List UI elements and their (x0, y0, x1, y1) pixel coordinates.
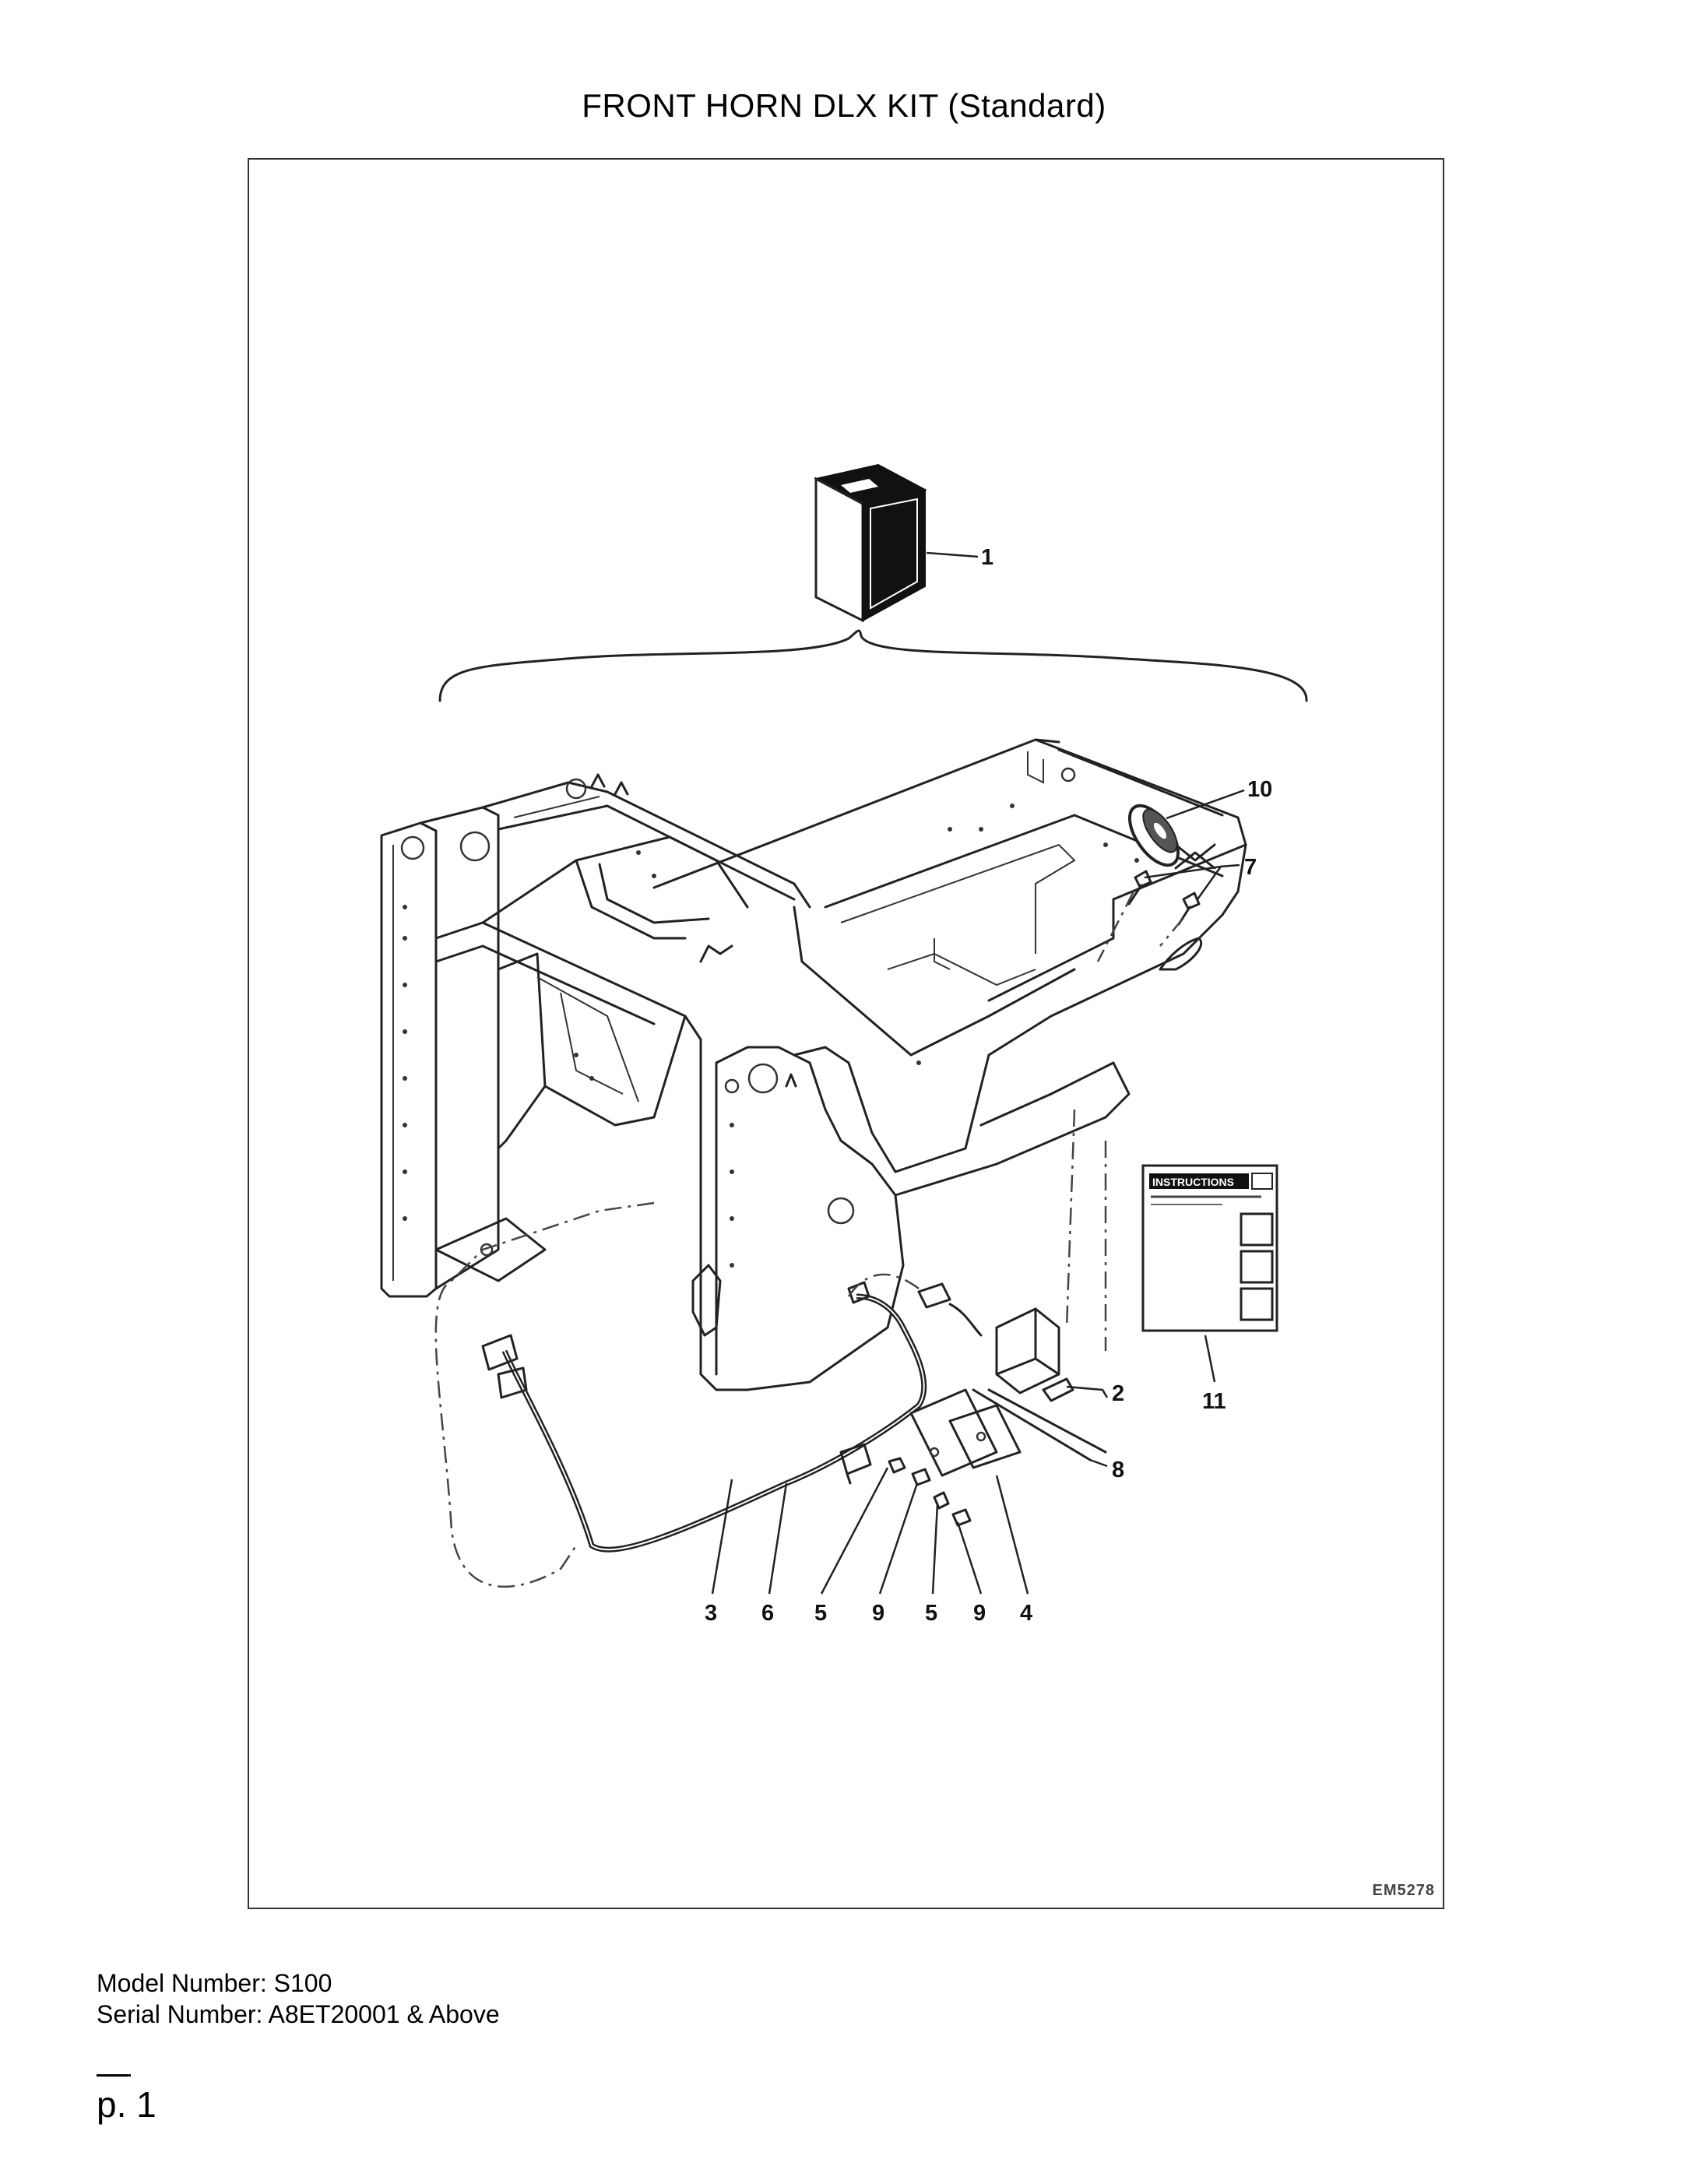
page-number: p. 1 (97, 2084, 156, 2125)
callout-3: 3 (705, 1601, 717, 1626)
wire-harness (481, 1281, 983, 1553)
model-info: Model Number: S100 Serial Number: A8ET20… (97, 1968, 500, 2030)
parts-diagram-frame: .ln { fill: none; stroke: #222; stroke-w… (248, 158, 1444, 1909)
page-title: FRONT HORN DLX KIT (Standard) (582, 87, 1106, 124)
callout-5b: 5 (925, 1601, 937, 1626)
callout-numbers: 1 2 3 4 5 5 6 7 8 9 9 10 11 (705, 545, 1272, 1626)
callout-9a: 9 (872, 1601, 884, 1626)
callout-10: 10 (1247, 777, 1272, 802)
callout-5a: 5 (814, 1601, 827, 1626)
instructions-label: INSTRUCTIONS (1152, 1176, 1234, 1188)
callout-8: 8 (1112, 1458, 1124, 1482)
callout-1: 1 (981, 545, 993, 570)
callout-2: 2 (1112, 1381, 1124, 1406)
callout-4: 4 (1020, 1601, 1032, 1626)
loader-frame (380, 738, 1247, 1391)
figure-code: EM5278 (1372, 1882, 1435, 1899)
kit-box (814, 463, 927, 623)
exploded-parts-diagram: .ln { fill: none; stroke: #222; stroke-w… (380, 463, 1308, 1626)
leader-lines (711, 551, 1245, 1595)
horn (1127, 804, 1180, 867)
page-rule (97, 2074, 131, 2077)
mounting-bracket (839, 1388, 1107, 1485)
flasher-module (995, 1307, 1074, 1402)
kit-brace (438, 629, 1308, 702)
instructions-sheet: INSTRUCTIONS (1141, 1164, 1278, 1332)
callout-9b: 9 (973, 1601, 986, 1626)
callout-6: 6 (761, 1601, 774, 1626)
callout-7: 7 (1244, 855, 1257, 880)
model-number: Model Number: S100 (97, 1969, 332, 1997)
callout-11: 11 (1202, 1389, 1226, 1414)
serial-number: Serial Number: A8ET20001 & Above (97, 2000, 500, 2028)
